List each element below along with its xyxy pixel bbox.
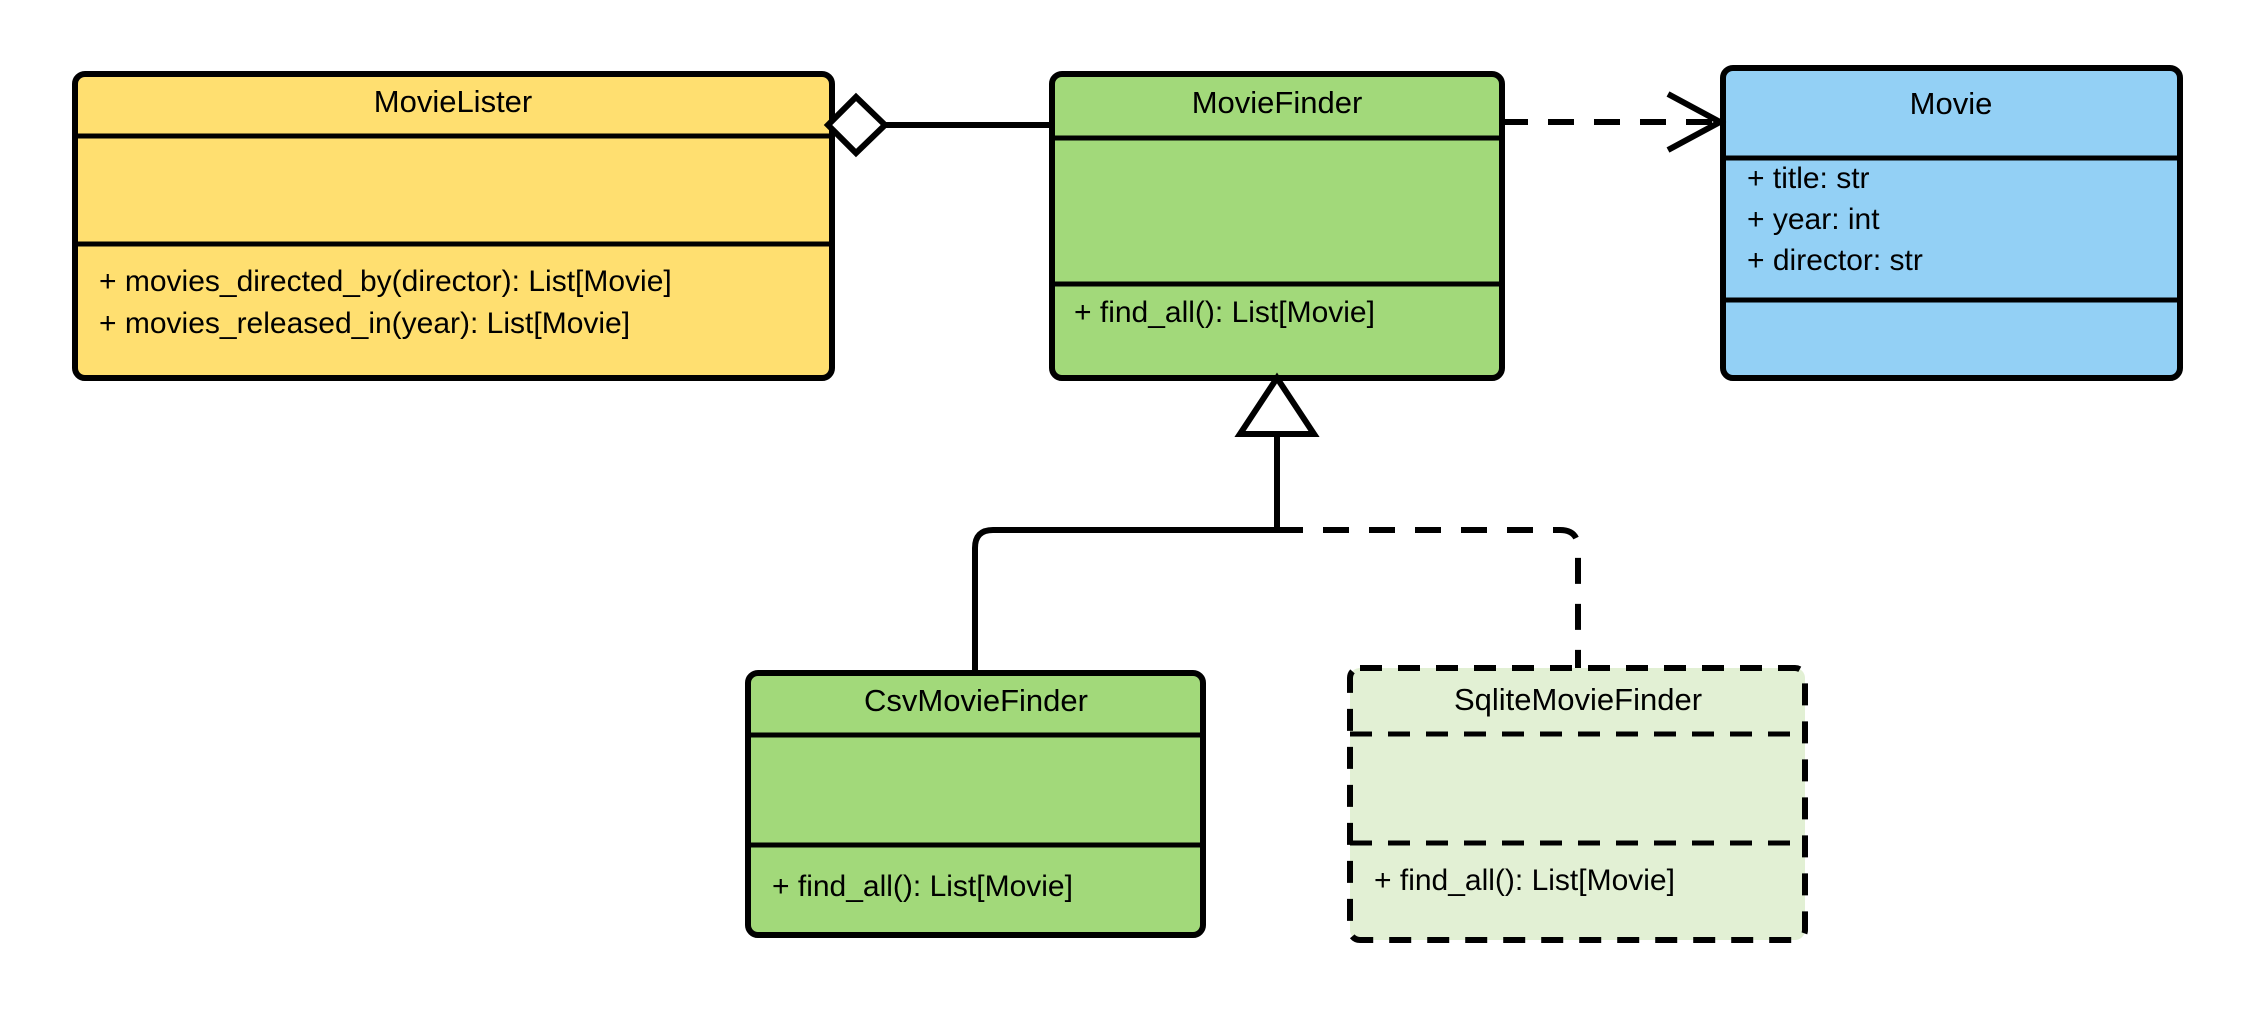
csv-movie-finder-method-0: + find_all(): List[Movie] <box>772 870 1073 903</box>
class-box-csv-movie-finder[interactable]: CsvMovieFinder + find_all(): List[Movie] <box>745 670 1206 938</box>
movie-finder-method-0: + find_all(): List[Movie] <box>1074 296 1375 329</box>
class-box-movie-finder[interactable]: MovieFinder + find_all(): List[Movie] <box>1049 71 1505 381</box>
movie-title: Movie <box>1910 86 1993 121</box>
movie-attribute-1: + year: int <box>1747 203 1880 236</box>
open-arrow-icon <box>1666 91 1727 153</box>
sqlite-movie-finder-method-0: + find_all(): List[Movie] <box>1374 864 1675 897</box>
hollow-triangle-icon <box>1234 372 1320 437</box>
csv-movie-finder-title: CsvMovieFinder <box>864 683 1088 718</box>
class-box-sqlite-movie-finder[interactable]: SqliteMovieFinder + find_all(): List[Mov… <box>1347 665 1808 943</box>
movie-lister-body <box>72 71 835 381</box>
relationship-aggregation-lister-finder[interactable] <box>823 92 1052 158</box>
relationship-generalization-to-movie-finder[interactable] <box>972 372 1581 673</box>
movie-lister-method-1: + movies_released_in(year): List[Movie] <box>99 307 630 340</box>
generalization-branch-csv <box>972 527 1277 673</box>
movie-attribute-0: + title: str <box>1747 162 1870 195</box>
hollow-diamond-icon <box>823 92 890 158</box>
generalization-branch-sqlite <box>1277 527 1581 668</box>
relationship-dependency-finder-movie[interactable] <box>1502 91 1727 153</box>
movie-finder-title: MovieFinder <box>1192 85 1363 120</box>
sqlite-movie-finder-body <box>1347 665 1808 943</box>
movie-lister-title: MovieLister <box>374 84 533 119</box>
sqlite-movie-finder-title: SqliteMovieFinder <box>1454 682 1702 717</box>
movie-attribute-2: + director: str <box>1747 244 1923 277</box>
movie-lister-method-0: + movies_directed_by(director): List[Mov… <box>99 265 672 298</box>
class-box-movie-lister[interactable]: MovieLister + movies_directed_by(directo… <box>72 71 835 381</box>
class-box-movie[interactable]: Movie + title: str + year: int + directo… <box>1720 65 2183 381</box>
